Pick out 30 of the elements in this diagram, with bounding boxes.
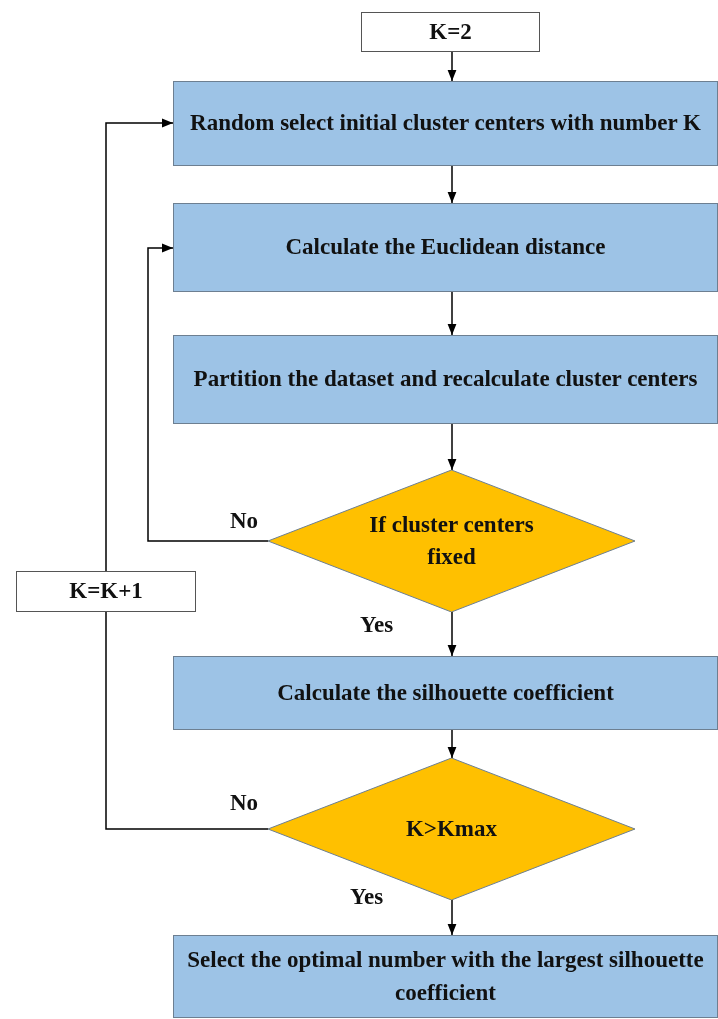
counter-box: [361, 12, 540, 52]
edge-label: Yes: [360, 612, 394, 638]
node-text: Partition the dataset and recalculate cluster centers: [192, 365, 699, 394]
edge-label: No: [230, 508, 259, 534]
process-box: [173, 81, 718, 166]
decision-diamond: [268, 470, 635, 612]
arrow: [447, 611, 457, 657]
node-text: Select the optimal number with the largest silhouette coefficient: [186, 946, 705, 1007]
node-text: Calculate the silhouette coefficient: [276, 678, 615, 707]
arrow: [447, 899, 457, 936]
node-text: Random select initial cluster centers with number K: [189, 109, 702, 138]
node-text: If cluster centers fixed: [368, 510, 535, 571]
process-box: [173, 935, 718, 1018]
node-text: K=2: [428, 17, 473, 46]
node-text: K=K+1: [68, 577, 144, 606]
node-text: K>Kmax: [404, 814, 498, 843]
edge-label: No: [230, 790, 259, 816]
arrow: [147, 243, 269, 542]
arrow: [447, 729, 457, 759]
process-box: [173, 335, 718, 424]
arrow: [447, 165, 457, 204]
edge-label: Yes: [350, 884, 384, 910]
process-box: [173, 656, 718, 730]
counter-box: [16, 571, 196, 612]
arrow: [447, 291, 457, 336]
arrow: [447, 423, 457, 471]
arrow: [447, 51, 457, 82]
arrow: [105, 118, 174, 572]
node-text: Calculate the Euclidean distance: [284, 233, 607, 262]
process-box: [173, 203, 718, 292]
